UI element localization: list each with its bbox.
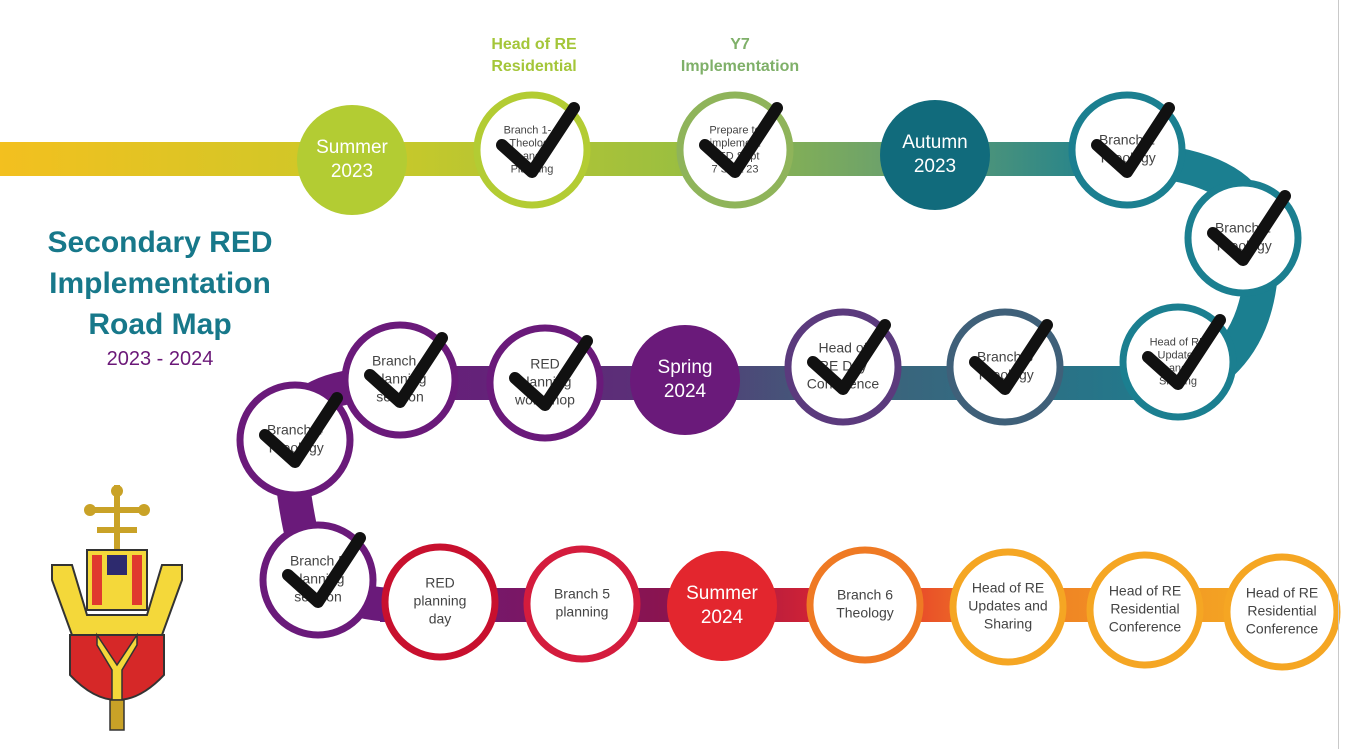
node-label-line: RED xyxy=(530,356,560,372)
node-label-line: Head of RE xyxy=(1109,583,1181,599)
checkmark-icon xyxy=(509,335,593,411)
node-label-line: Spring xyxy=(658,357,713,378)
node-circle xyxy=(1223,553,1341,671)
node-circle xyxy=(630,325,740,435)
node-label-line: Conference xyxy=(1109,619,1182,635)
node-circle xyxy=(806,546,924,664)
node-label-line: Branch 5 xyxy=(554,586,610,602)
page-subtitle: 2023 - 2024 xyxy=(106,348,214,370)
checkmark-icon xyxy=(1142,314,1226,390)
slide-edge xyxy=(1338,0,1339,749)
checkmark-icon xyxy=(496,102,580,178)
node-label-line: Head of RE xyxy=(1150,336,1207,348)
node-label-line: Updates and xyxy=(968,598,1047,614)
node-circle xyxy=(381,543,499,661)
checkmark-icon xyxy=(969,319,1053,395)
node-circle xyxy=(297,105,407,215)
checkmark-icon xyxy=(1207,190,1291,266)
node-red-planning-day: RED planning day xyxy=(381,543,499,661)
checkmark-icon xyxy=(259,392,343,468)
node-label-line: day xyxy=(429,611,452,627)
checkmark-icon xyxy=(282,532,366,608)
node-label-line: planning xyxy=(414,593,467,609)
title-line-2: Implementation xyxy=(49,267,271,300)
heading-line: Implementation xyxy=(680,58,800,75)
node-label-line: Branch 6 xyxy=(837,587,893,603)
node-label-line: Head of RE xyxy=(972,580,1044,596)
node-label-line: Prepare to xyxy=(709,124,760,136)
node-label-line: planning xyxy=(556,604,609,620)
node-label-line: Conference xyxy=(1246,621,1319,637)
node-circle xyxy=(667,551,777,661)
node-label-line: Head of xyxy=(818,340,867,356)
node-label-line: 2023 xyxy=(914,156,956,177)
title-line-3: Road Map xyxy=(88,308,232,341)
node-label-line: Summer xyxy=(686,583,758,604)
heading-line: Residential xyxy=(491,58,577,75)
node-label-line: 2023 xyxy=(331,161,373,182)
diocese-crest-logo xyxy=(51,485,183,731)
node-label-line: 2024 xyxy=(664,381,707,402)
node-label-line: Sharing xyxy=(984,616,1032,632)
node-label-line: Branch 4 xyxy=(372,353,428,369)
node-label-line: Summer xyxy=(316,137,388,158)
node-label-line: Branch 1- 3 xyxy=(504,124,561,136)
node-summer-2023: Summer 2023 xyxy=(297,105,407,215)
node-label-line: Residential xyxy=(1247,603,1316,619)
node-label-line: Branch 5 xyxy=(290,553,346,569)
node-circle xyxy=(949,548,1067,666)
node-label-line: Head of RE xyxy=(1246,585,1318,601)
title-line-1: Secondary RED xyxy=(47,226,273,259)
checkmark-icon xyxy=(364,332,448,408)
checkmark-icon xyxy=(807,319,891,395)
node-label-line: Autumn xyxy=(902,132,967,153)
node-label-line: RED xyxy=(425,575,455,591)
node-branch-5-planning: Branch 5 planning xyxy=(523,545,641,663)
node-autumn-2023: Autumn 2023 xyxy=(880,100,990,210)
node-spring-2024: Spring 2024 xyxy=(630,325,740,435)
node-summer-2024: Summer 2024 xyxy=(667,551,777,661)
checkmark-icon xyxy=(699,102,783,178)
page-title: Secondary RED Implementation Road Map xyxy=(10,222,310,345)
node-circle xyxy=(1086,551,1204,669)
node-circle xyxy=(880,100,990,210)
node-label-line: 2024 xyxy=(701,607,744,628)
heading-head-of-re-residential: Head of RE Residential xyxy=(464,34,604,78)
heading-line: Y7 xyxy=(730,36,750,53)
node-circle xyxy=(523,545,641,663)
node-branch-6-theology: Branch 6 Theology xyxy=(806,546,924,664)
heading-y7-implementation: Y7 Implementation xyxy=(660,34,820,78)
heading-line: Head of RE xyxy=(491,36,577,53)
node-label-line: Theology xyxy=(836,605,894,621)
node-label-line: Residential xyxy=(1110,601,1179,617)
checkmark-icon xyxy=(1091,102,1175,178)
